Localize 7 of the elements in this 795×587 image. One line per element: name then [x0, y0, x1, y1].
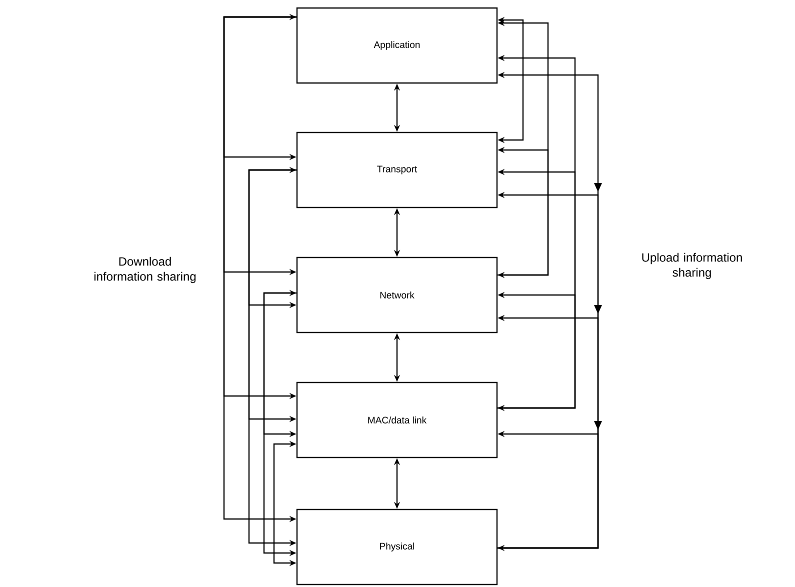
side-label: Upload information sharing: [642, 252, 742, 280]
layer-box: Network: [296, 256, 498, 334]
layer-box: Transport: [296, 132, 498, 208]
side-label: Download information sharing: [94, 256, 196, 284]
layer-box: Application: [296, 7, 498, 84]
layer-box: Physical: [296, 508, 498, 586]
layer-box: MAC/data link: [296, 382, 498, 458]
